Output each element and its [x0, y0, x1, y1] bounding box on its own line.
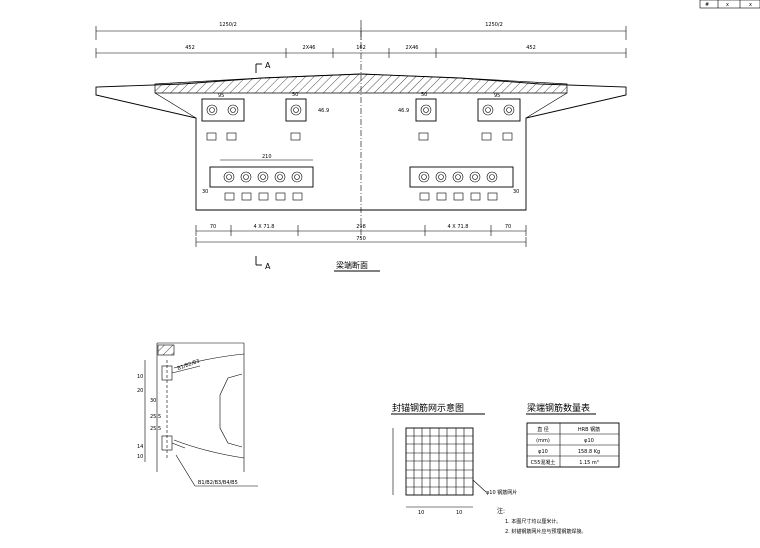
detail-dim-5: 25.5 [150, 426, 161, 432]
detail-dim-2: 20 [137, 388, 143, 394]
note-2: 2. 封锚钢筋网片应与预埋钢筋焊接。 [505, 528, 586, 535]
section-marker-top: A [265, 61, 271, 70]
bottom-dim-4: 4 X 71.8 [448, 224, 469, 230]
table-r2-c1: (mm) [536, 438, 550, 444]
mesh-diagram: 封锚钢筋网示意图 10 10 φ10 钢筋网片 [391, 402, 517, 516]
detail-dim-1: 10 [137, 374, 143, 380]
detail-dim-4: 25.5 [150, 414, 161, 420]
detail-dim-3: 30 [150, 398, 156, 404]
dim-second-1: 452 [185, 45, 195, 51]
section-marker-bottom: A [265, 262, 271, 271]
anchor-detail: 10 20 30 25.5 25.5 14 10 B1/B2/B3 B1/B2/… [137, 342, 258, 487]
dim-half-right: 1250/2 [485, 22, 503, 28]
table-r4-c1: C55混凝土 [531, 459, 556, 466]
title-cell-3: x [749, 2, 752, 8]
mesh-label: φ10 钢筋网片 [486, 489, 517, 496]
bottom-dim-1: 70 [210, 224, 216, 230]
notes: 注: 1. 本图尺寸均以厘米计。 2. 封锚钢筋网片应与预埋钢筋焊接。 [497, 507, 586, 535]
dim-second-4: 2X46 [406, 45, 419, 51]
bottom-dim-5: 70 [505, 224, 511, 230]
table-r3-c1: φ10 [538, 449, 548, 455]
plate-dim-inner-right: 50 [421, 92, 427, 98]
table-r3-c2: 158.8 Kg [578, 449, 600, 455]
table-title: 梁端钢筋数量表 [527, 402, 590, 414]
vertical-dim-right: 46.9 [398, 108, 409, 114]
leader-top: B1/B2/B3 [177, 358, 201, 372]
vertical-dim-left: 46.9 [318, 108, 329, 114]
dim-half-left: 1250/2 [219, 22, 237, 28]
side-dim-right: 30 [513, 189, 519, 195]
plate-dim-inner-left: 50 [292, 92, 298, 98]
beam-end-section: 1250/2 1250/2 452 2X46 162 2X46 452 A [95, 20, 627, 272]
mesh-title: 封锚钢筋网示意图 [392, 402, 464, 414]
leader-bottom: B1/B2/B3/B4/B5 [198, 480, 238, 486]
table-r2-c2: φ10 [584, 438, 594, 444]
total-width-dim: 750 [356, 236, 366, 242]
mesh-dim-left: 10 [418, 510, 424, 516]
bottom-dim-3: 298 [356, 224, 366, 230]
plate-dim-left: 95 [218, 93, 224, 99]
bottom-dim-2: 4 X 71.8 [254, 224, 275, 230]
bottom-dim-top-left: 210 [262, 154, 272, 160]
side-dim-left: 30 [202, 189, 208, 195]
notes-heading: 注: [497, 507, 505, 515]
dim-second-2: 2X46 [303, 45, 316, 51]
section-caption: 梁端断面 [336, 260, 368, 270]
dim-second-5: 452 [526, 45, 536, 51]
table-r1-c1: 直 径 [537, 426, 549, 433]
title-cell-1: # [705, 2, 709, 8]
plate-dim-right: 95 [494, 93, 500, 99]
table-r1-c2: HRB 钢筋 [578, 426, 600, 433]
mesh-dim-right: 10 [456, 510, 462, 516]
note-1: 1. 本图尺寸均以厘米计。 [505, 518, 561, 525]
detail-dim-6: 14 [137, 444, 143, 450]
title-block: # x x [699, 0, 760, 9]
quantity-table: 梁端钢筋数量表 直 径 HRB 钢筋 (mm) φ10 φ10 158.8 Kg… [526, 402, 620, 468]
table-r4-c2: 1.15 m³ [579, 460, 599, 466]
title-cell-2: x [726, 2, 729, 8]
detail-dim-7: 10 [137, 454, 143, 460]
